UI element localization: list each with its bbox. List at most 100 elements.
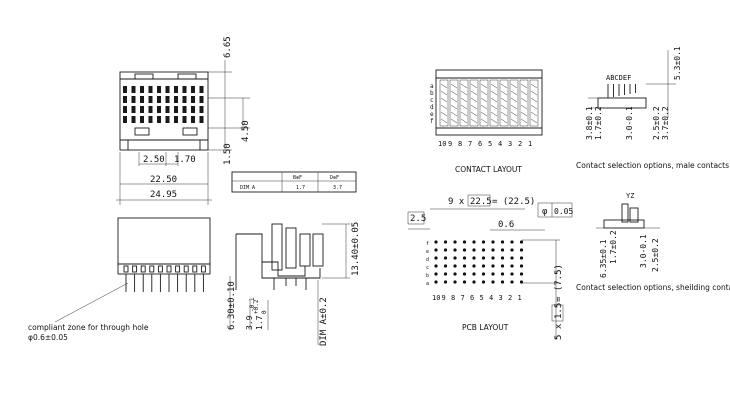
pcb-column-number: 5 — [480, 294, 484, 302]
bottom-pin-socket — [132, 265, 138, 273]
contact-row-letter: b — [430, 90, 434, 97]
pcb-hole — [500, 280, 505, 284]
front-pin — [140, 86, 144, 93]
dim-a-tolerance: -0.1 — [249, 297, 256, 312]
contact-mark — [480, 104, 488, 110]
front-pin — [191, 86, 195, 93]
front-pin — [131, 116, 136, 123]
contact-mark — [510, 118, 518, 124]
pcb-flatness-symbol: φ — [542, 207, 548, 217]
contact-column — [459, 79, 469, 127]
contact-mark — [450, 118, 458, 124]
front-pin — [174, 116, 178, 123]
front-pin — [165, 116, 170, 123]
front-pin — [174, 106, 178, 113]
contact-mark — [480, 83, 488, 89]
pcb-hole — [481, 280, 486, 284]
pcb-hole — [519, 240, 524, 244]
contact-mark — [460, 118, 468, 124]
contact-mark — [530, 111, 538, 117]
contact-mark — [460, 111, 468, 117]
pcb-hole — [510, 248, 514, 252]
male-dim-left-a: 3.8±0.1 — [585, 106, 594, 140]
pcb-layout: 9 x 22.5 = (22.5) φ 0.05 2.5 0.6 fedcba … — [407, 194, 573, 340]
contact-mark — [460, 97, 468, 103]
contact-column-number: 4 — [498, 140, 502, 148]
pcb-hole — [453, 264, 457, 268]
pcb-hole — [472, 248, 476, 252]
contact-grid — [439, 79, 539, 127]
front-pin — [174, 86, 178, 93]
contact-mark — [530, 104, 538, 110]
pcb-hole — [510, 240, 514, 244]
contact-mark — [440, 90, 448, 96]
front-pin — [191, 106, 195, 113]
pcb-hole — [472, 280, 476, 284]
pcb-row-box: 1.5 — [554, 303, 564, 319]
contact-column-number: 5 — [488, 140, 492, 148]
side-view: 13.40±0.05 6.30±0.10 3.9 -0.1 1.7 +0.2 0… — [227, 222, 361, 346]
pcb-column-number: 8 — [451, 294, 455, 302]
dim-overall-width: 24.95 — [150, 190, 177, 200]
contact-mark — [530, 118, 538, 124]
contact-column — [479, 79, 489, 127]
contact-mark — [520, 83, 528, 89]
bottom-pin-socket — [166, 265, 172, 273]
contact-layout-caption: CONTACT LAYOUT — [455, 165, 522, 174]
pcb-hole — [481, 256, 486, 260]
note-hole-diameter: φ0.6±0.05 — [28, 333, 68, 342]
contact-mark — [510, 104, 518, 110]
pcb-hole — [453, 280, 457, 284]
male-dim-left-b: 1.7±0.2 — [594, 106, 603, 140]
front-pin — [191, 96, 195, 103]
pcb-column-number: 9 — [442, 294, 446, 302]
contact-mark — [510, 111, 518, 117]
pcb-column-number: 2 — [508, 294, 512, 302]
male-dim-mid: 3.0-0.1 — [625, 106, 634, 140]
dim-table-cell: 1.7 — [296, 185, 305, 191]
pcb-hole — [453, 256, 457, 260]
front-pin — [148, 106, 153, 113]
contact-mark — [460, 104, 468, 110]
dim-pitch-b: 1.70 — [174, 155, 196, 165]
pcb-row-letter: b — [426, 273, 429, 279]
bottom-pin-socket — [140, 265, 146, 273]
contact-mark — [470, 90, 478, 96]
front-pin — [148, 116, 153, 123]
contact-mark — [500, 104, 508, 110]
contact-mark — [440, 83, 448, 89]
male-contact-pins — [607, 84, 636, 98]
pcb-hole — [443, 240, 448, 244]
pcb-hole — [434, 240, 438, 244]
pcb-hole — [472, 272, 476, 276]
contact-mark — [470, 83, 478, 89]
contact-mark — [500, 111, 508, 117]
bottom-pin-socket — [200, 265, 206, 273]
contact-mark — [480, 111, 488, 117]
pcb-hole — [453, 240, 457, 244]
pcb-hole — [434, 248, 438, 252]
dim-mid-height: 4.50 — [241, 120, 251, 142]
dim-table-row-label: DIM A — [240, 185, 255, 191]
pcb-hole — [510, 280, 514, 284]
pcb-layout-caption: PCB LAYOUT — [462, 323, 509, 332]
pcb-hole — [500, 248, 505, 252]
contact-mark — [510, 90, 518, 96]
contact-mark — [520, 118, 528, 124]
bottom-pin-socket — [175, 265, 181, 273]
front-pin — [140, 116, 144, 123]
contact-mark — [490, 83, 498, 89]
pcb-hole — [443, 248, 448, 252]
shield-dim-left-a: 6.35±0.1 — [599, 239, 608, 278]
contact-mark — [490, 111, 498, 117]
male-dim-right-a: 2.5±0.2 — [652, 106, 661, 140]
front-pin — [157, 106, 161, 113]
bottom-pin-socket — [192, 265, 198, 273]
pcb-hole — [510, 272, 514, 276]
dim-b: 1.7 — [255, 315, 264, 330]
contact-column-number: 10 — [438, 140, 446, 148]
contact-mark — [440, 111, 448, 117]
contact-column-number: 8 — [458, 140, 462, 148]
